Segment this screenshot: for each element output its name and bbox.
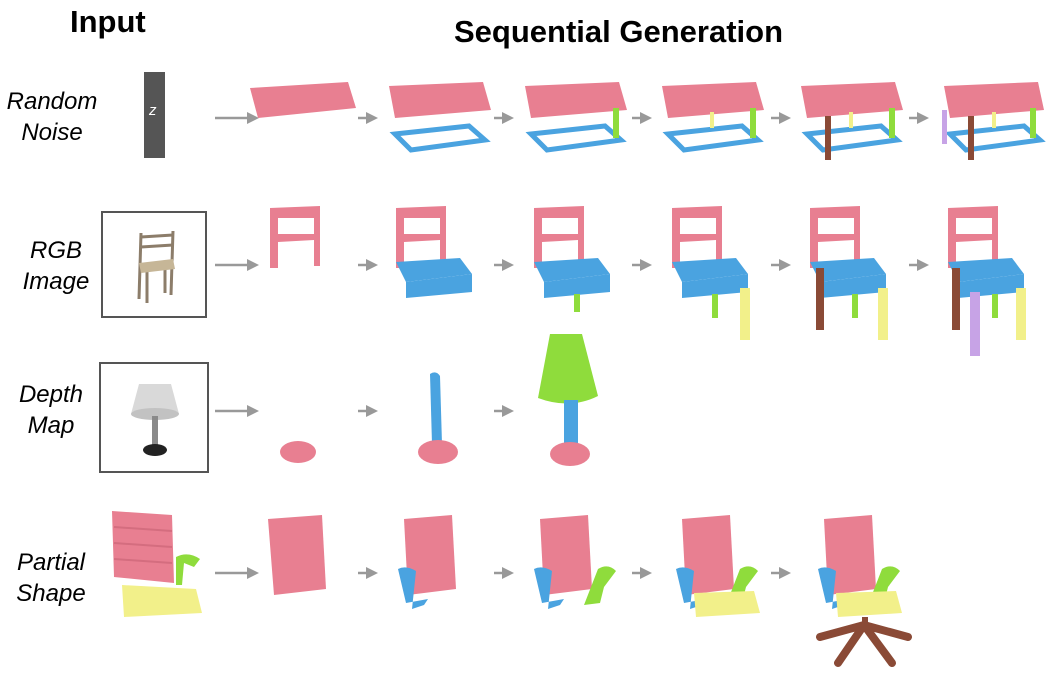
row-label-rgb-image: RGB Image [0, 235, 116, 297]
arrow-icon [494, 259, 514, 271]
arrow-icon [494, 405, 514, 417]
lamp-step-3 [538, 334, 598, 466]
table-step-6 [942, 82, 1046, 160]
chair-step-5 [810, 206, 888, 340]
chair-step-6 [948, 206, 1026, 356]
chair-step-2 [396, 206, 472, 298]
arrow-icon [909, 112, 929, 124]
row-label-line: RGB [29, 237, 82, 264]
arrow-icon [358, 567, 378, 579]
arrow-icon [358, 405, 378, 417]
row-label-line: Partial [16, 549, 86, 576]
arrow-icon [632, 259, 652, 271]
rgb-chair-image [137, 230, 175, 303]
table-step-1 [250, 82, 356, 118]
depth-lamp-image [131, 384, 179, 456]
table-step-5 [801, 82, 903, 160]
input-header: Input [70, 4, 146, 39]
row-label-depth-map: Depth Map [0, 379, 111, 441]
depth-map-input [99, 362, 209, 473]
chair-step-1 [270, 206, 320, 268]
row-label-random-noise: Random Noise [0, 86, 112, 148]
chair-step-4 [672, 206, 750, 340]
arrow-icon [358, 112, 378, 124]
noise-vector-label: z [149, 102, 157, 119]
table-step-4 [662, 82, 764, 153]
row-label-line: Depth [18, 381, 84, 408]
row-label-line: Noise [21, 119, 83, 146]
office-chair-step-3 [534, 515, 616, 609]
arrow-icon [215, 259, 259, 271]
arrow-icon [494, 112, 514, 124]
row-label-line: Shape [16, 580, 86, 607]
noise-vector-input: z [144, 72, 165, 158]
office-chair-step-2 [398, 515, 456, 609]
arrow-icon [215, 405, 259, 417]
sequential-generation-header: Sequential Generation [454, 14, 784, 49]
arrow-icon [909, 259, 929, 271]
lamp-step-2 [418, 372, 458, 464]
lamp-step-1 [280, 441, 316, 463]
office-chair-step-4 [676, 515, 760, 617]
row-label-line: Map [27, 412, 75, 439]
partial-office-chair [112, 511, 202, 617]
partial-shape-input [104, 505, 214, 630]
office-chair-step-1 [268, 515, 326, 595]
arrow-icon [632, 567, 652, 579]
arrow-icon [771, 112, 791, 124]
chair-step-3 [534, 206, 610, 312]
arrow-icon [494, 567, 514, 579]
arrow-icon [771, 259, 791, 271]
arrow-icon [215, 567, 259, 579]
arrow-icon [632, 112, 652, 124]
office-chair-step-5 [816, 515, 912, 667]
table-step-2 [389, 82, 491, 153]
arrow-icon [358, 259, 378, 271]
rgb-image-input [101, 211, 207, 318]
row-label-partial-shape: Partial Shape [0, 547, 111, 609]
row-label-line: Image [22, 268, 90, 295]
table-step-3 [525, 82, 627, 153]
arrow-icon [215, 112, 259, 124]
row-label-line: Random [6, 88, 98, 115]
arrow-icon [771, 567, 791, 579]
